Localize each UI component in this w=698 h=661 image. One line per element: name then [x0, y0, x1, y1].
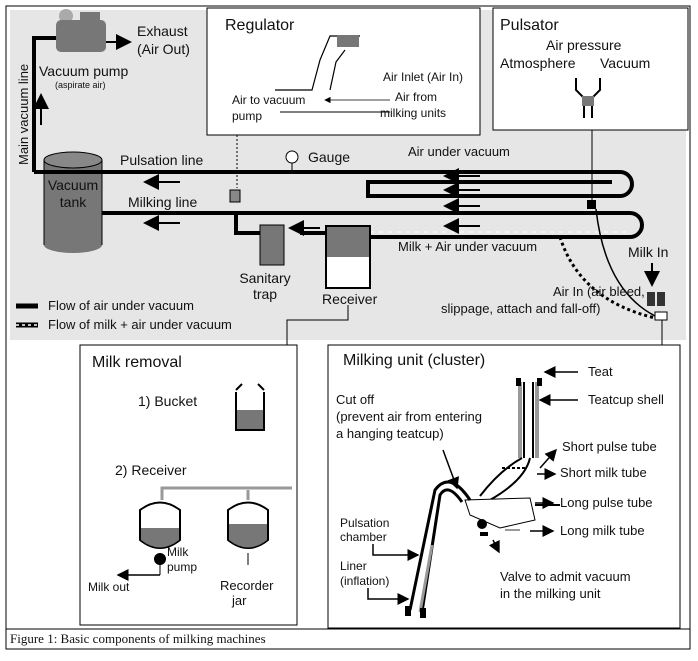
- vacuum-tank-label-2: tank: [60, 194, 87, 210]
- main-vacuum-line-label: Main vacuum line: [16, 64, 31, 165]
- bucket-icon: [235, 383, 265, 431]
- gauge-label: Gauge: [308, 149, 350, 165]
- vacuum-tank: [43, 151, 103, 253]
- pulsation-line: [34, 170, 634, 198]
- milk-pump-label: Milk: [167, 545, 189, 559]
- receiver-option-label: 2) Receiver: [115, 462, 187, 478]
- sanitary-trap-label-2: trap: [253, 286, 277, 302]
- receiver-jar-icon: [139, 501, 181, 565]
- pulsation-line-label: Pulsation line: [120, 152, 203, 168]
- milk-out-label: Milk out: [88, 580, 130, 594]
- recorder-jar-label-2: jar: [231, 593, 247, 608]
- teatcup-shell-label: Teatcup shell: [588, 392, 664, 407]
- legend-air-label: Flow of air under vacuum: [48, 298, 194, 313]
- exhaust-label-2: (Air Out): [137, 41, 190, 57]
- long-milk-label: Long milk tube: [560, 523, 645, 538]
- air-from-label: Air from: [395, 90, 437, 104]
- milking-line-label: Milking line: [128, 194, 197, 210]
- cluster-title: Milking unit (cluster): [343, 352, 485, 369]
- milk-removal-title: Milk removal: [92, 354, 182, 371]
- air-to-pump-label-2: pump: [232, 109, 262, 123]
- pulsation-chamber-label-2: chamber: [340, 530, 387, 544]
- air-pressure-label: Air pressure: [546, 37, 622, 53]
- atmosphere-label: Atmosphere: [500, 55, 576, 71]
- milking-unit-panel: Milking unit (cluster) Teat Teatcup shel…: [327, 344, 681, 629]
- legend-milk-label: Flow of milk + air under vacuum: [48, 317, 232, 332]
- receiver: [325, 225, 371, 289]
- main-vacuum-line: [32, 36, 56, 172]
- air-in-label: Air In (air bleed,: [553, 284, 645, 299]
- vacuum-tank-label: Vacuum: [48, 177, 98, 193]
- exhaust-label: Exhaust: [137, 23, 188, 39]
- regulator-panel: Regulator Air Inlet (Air In) Air to vacu…: [206, 7, 481, 136]
- short-pulse-label: Short pulse tube: [562, 439, 657, 454]
- cut-off-label: Cut off: [336, 392, 374, 407]
- teat-label: Teat: [588, 364, 613, 379]
- air-under-vacuum-label: Air under vacuum: [408, 144, 510, 159]
- receiver-label: Receiver: [322, 291, 378, 307]
- pulsator-icon: [587, 200, 596, 209]
- milk-pump-label-2: pump: [167, 560, 197, 574]
- milking-line: [102, 211, 644, 239]
- pulsation-chamber-label: Pulsation: [340, 516, 389, 530]
- figure-caption: Figure 1: Basic components of milking ma…: [10, 631, 266, 646]
- aspirate-label: (aspirate air): [55, 80, 106, 90]
- air-inlet-label: Air Inlet (Air In): [383, 70, 463, 84]
- air-in-label-2: slippage, attach and fall-off): [441, 301, 600, 316]
- sanitary-trap-label: Sanitary: [239, 270, 290, 286]
- recorder-jar-label: Recorder: [220, 578, 274, 593]
- vacuum-pump-label: Vacuum pump: [39, 63, 128, 79]
- liner-label: Liner: [340, 559, 367, 573]
- cut-off-label-2: (prevent air from entering: [336, 409, 482, 424]
- air-from-label-2: milking units: [380, 106, 446, 120]
- short-milk-label: Short milk tube: [560, 465, 647, 480]
- air-to-pump-label: Air to vacuum: [232, 93, 305, 107]
- valve-label-2: in the milking unit: [500, 586, 601, 601]
- vacuum-label: Vacuum: [600, 55, 650, 71]
- pulsator-panel: Pulsator Air pressure Atmosphere Vacuum: [492, 7, 689, 131]
- vacuum-pump: [56, 9, 106, 52]
- milk-air-label: Milk + Air under vacuum: [398, 239, 537, 254]
- pulsator-title: Pulsator: [500, 17, 559, 34]
- milk-removal-panel: Milk removal 1) Bucket 2) Receiver Milk …: [79, 344, 298, 626]
- liner-label-2: (inflation): [340, 574, 389, 588]
- recorder-jar-icon: [227, 501, 269, 565]
- regulator-title: Regulator: [225, 17, 295, 34]
- gauge-icon: [285, 150, 299, 164]
- milk-in-label: Milk In: [628, 244, 668, 260]
- regulator-icon: [229, 189, 241, 203]
- bucket-label: 1) Bucket: [138, 393, 197, 409]
- valve-label: Valve to admit vacuum: [500, 569, 631, 584]
- sanitary-trap: [259, 224, 285, 266]
- cut-off-label-3: a hanging teatcup): [336, 426, 444, 441]
- long-pulse-label: Long pulse tube: [560, 495, 653, 510]
